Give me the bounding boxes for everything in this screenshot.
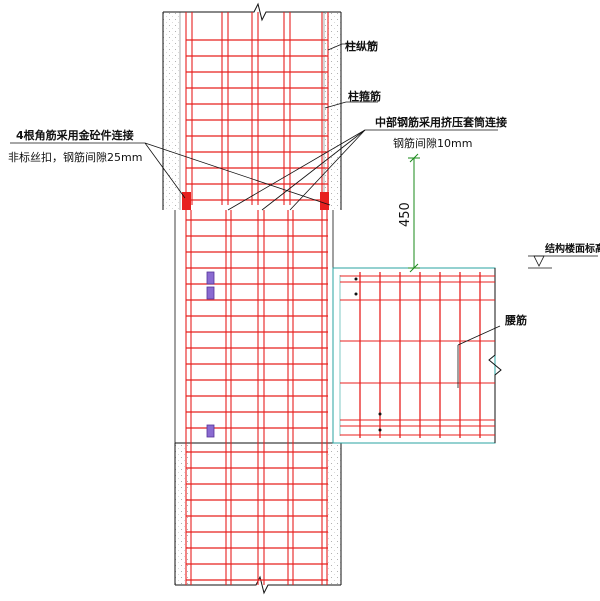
corner-bar-label-1: 4根角筋采用金砼件连接 <box>16 128 134 142</box>
rebar-section-dot <box>378 412 382 416</box>
joint-region <box>174 210 334 443</box>
break-line-icon <box>488 268 502 443</box>
extrusion-coupler <box>206 424 215 438</box>
level-triangle-icon <box>528 255 598 269</box>
leader-lines <box>10 43 501 388</box>
waist-bar-label: 腰筋 <box>504 313 527 327</box>
dimension-450: 450 <box>398 153 420 273</box>
beam <box>332 267 502 444</box>
column-longitudinal-label: 柱纵筋 <box>345 39 378 53</box>
break-line-icon <box>175 575 341 595</box>
break-line-icon <box>163 2 341 22</box>
extrusion-coupler <box>206 286 215 300</box>
extrusion-coupler <box>206 271 215 285</box>
corner-coupler <box>320 192 329 210</box>
rebar-section-dot <box>354 277 358 281</box>
dimension-label: 450 <box>398 202 413 227</box>
corner-coupler <box>182 192 191 210</box>
middle-bar-label-1: 中部钢筋采用挤压套筒连接 <box>375 115 507 129</box>
corner-bar-label-2: 非标丝扣，钢筋间隙25mm <box>8 150 142 164</box>
rebar-section-dot <box>378 428 382 432</box>
middle-bar-label-2: 钢筋间隙10mm <box>393 136 472 150</box>
floor-level-label: 结构楼面标高 <box>545 242 600 255</box>
column-stirrup-label: 柱箍筋 <box>348 89 381 103</box>
rebar-section-dot <box>354 292 358 296</box>
rebar-layer <box>182 12 495 585</box>
